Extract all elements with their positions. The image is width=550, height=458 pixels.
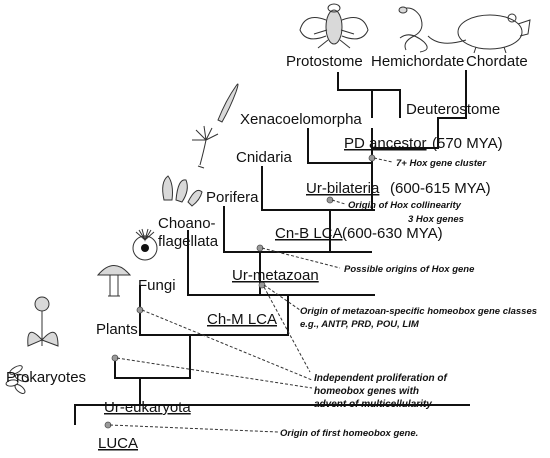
label-choanoflagellata-1: Choano- — [158, 215, 216, 232]
label-urmetazoan: Ur-metazoan — [232, 267, 319, 284]
label-protostome: Protostome — [286, 53, 363, 70]
note-proliferation-3: advent of multicellularity — [314, 399, 432, 410]
tree-branches — [74, 70, 470, 425]
note-metazoan-examples: e.g., ANTP, PRD, POU, LIM — [300, 319, 420, 330]
sponge-illustration — [162, 175, 203, 207]
note-proliferation-2: homeobox genes with — [314, 386, 419, 397]
mushroom-illustration — [96, 265, 132, 297]
label-porifera: Porifera — [206, 189, 259, 206]
label-xenacoelomorpha: Xenacoelomorpha — [240, 111, 362, 128]
label-cnb-lca: Cn-B LCA — [275, 225, 343, 242]
hydra-illustration — [192, 125, 219, 169]
plant-illustration — [27, 296, 59, 347]
label-choanoflagellata-2: flagellata — [158, 233, 219, 250]
label-plants: Plants — [96, 321, 138, 338]
annotation-leaders — [109, 157, 393, 433]
note-metazoan-classes: Origin of metazoan-specific homeobox gen… — [300, 306, 537, 317]
tree-nodes — [104, 154, 376, 429]
note-3-hox-genes: 3 Hox genes — [408, 214, 464, 225]
note-hox-origins: Possible origins of Hox gene — [344, 264, 475, 275]
note-proliferation-1: Independent proliferation of — [314, 373, 448, 384]
label-chordate: Chordate — [466, 53, 528, 70]
acorn-worm-illustration — [398, 6, 428, 53]
label-pd-age: (570 MYA) — [432, 135, 503, 152]
label-fungi: Fungi — [138, 277, 176, 294]
label-prokaryotes: Prokaryotes — [6, 369, 86, 386]
note-first-homeobox: Origin of first homeobox gene. — [280, 428, 418, 439]
label-deuterostome: Deuterostome — [406, 101, 500, 118]
label-cnidaria: Cnidaria — [236, 149, 293, 166]
label-ureukaryota: Ur-eukaryota — [104, 399, 191, 416]
choanoflagellate-illustration — [132, 228, 158, 261]
label-chm-lca: Ch-M LCA — [207, 311, 277, 328]
fly-illustration — [299, 3, 369, 49]
rat-illustration — [427, 13, 531, 54]
acoel-worm-illustration — [217, 83, 239, 123]
label-luca: LUCA — [98, 435, 138, 452]
note-hox-collinearity: Origin of Hox collinearity — [348, 200, 462, 211]
note-hox-cluster: 7+ Hox gene cluster — [396, 158, 487, 169]
label-urbilateria: Ur-bilateria — [306, 180, 380, 197]
node-urmetazoan — [258, 281, 266, 289]
label-urbilateria-age: (600-615 MYA) — [390, 180, 491, 197]
label-hemichordate: Hemichordate — [371, 53, 464, 70]
label-pd-ancestor: PD ancestor — [344, 135, 427, 152]
label-cnb-age: (600-630 MYA) — [342, 225, 443, 242]
bacteria-illustration — [5, 365, 30, 394]
